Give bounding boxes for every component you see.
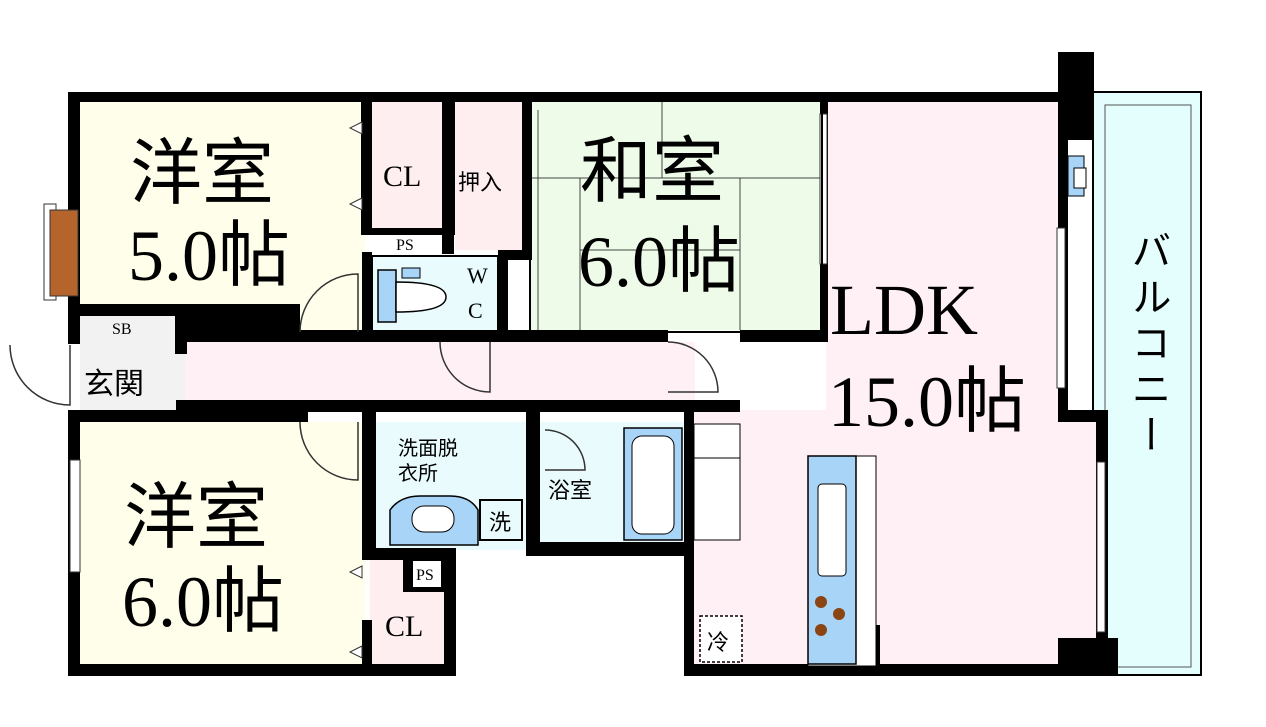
ldk-name: LDK xyxy=(830,270,978,350)
ps-bottom-label: PS xyxy=(416,567,434,584)
balcony-area xyxy=(1092,91,1202,676)
ldk-size: 15.0帖 xyxy=(828,362,1026,442)
japanese-name: 和室 xyxy=(580,132,724,212)
wc-w-label: W xyxy=(467,263,488,288)
washer-label: 洗 xyxy=(489,510,511,535)
balcony-inner xyxy=(1104,104,1192,668)
closet-top xyxy=(370,100,446,228)
ac-unit-icon xyxy=(1067,155,1087,197)
ps-top-box xyxy=(370,232,446,254)
fridge-box xyxy=(699,615,743,663)
bathtub-fixture xyxy=(623,427,683,541)
kitchen-counter xyxy=(807,455,877,667)
ldk-room xyxy=(826,102,1060,420)
stove-burner xyxy=(833,608,845,620)
bathroom-label: 浴室 xyxy=(548,478,592,503)
washbasin-fixture xyxy=(389,495,479,546)
washroom-line2: 衣所 xyxy=(398,462,438,485)
bathroom-area xyxy=(540,422,618,546)
stove-burner xyxy=(815,596,827,608)
western-top-room xyxy=(80,100,365,333)
western-bottom-room xyxy=(80,422,365,664)
stove-burner xyxy=(815,624,827,636)
fridge-label: 冷 xyxy=(707,630,729,655)
western-bottom-size: 6.0帖 xyxy=(122,562,284,642)
washing-machine-box xyxy=(479,499,523,541)
ps-bottom-box xyxy=(411,559,443,589)
western-bottom-name: 洋室 xyxy=(124,478,268,558)
room-outlines xyxy=(361,99,823,333)
ldk-room-lower xyxy=(690,410,1098,668)
japanese-size: 6.0帖 xyxy=(578,222,740,302)
cl-bottom-label: CL xyxy=(385,610,423,643)
entrance-label: 玄関 xyxy=(84,368,144,401)
western-top-name: 洋室 xyxy=(130,134,274,214)
toilet-fixture xyxy=(377,267,447,323)
oshiire-label: 押入 xyxy=(458,170,502,195)
door-swings xyxy=(9,273,719,481)
japanese-room xyxy=(530,102,822,330)
oshiire-closet xyxy=(455,100,525,250)
washroom-line1: 洗面脱 xyxy=(398,437,458,460)
tatami-lines xyxy=(530,102,822,330)
balcony-label: バルコニー xyxy=(1126,230,1171,460)
closet-door-marks xyxy=(348,121,363,659)
entrance-area xyxy=(80,342,185,412)
windows xyxy=(43,113,1106,633)
ps-top-label: PS xyxy=(396,237,414,254)
sb-label: SB xyxy=(112,321,132,338)
cl-top-label: CL xyxy=(383,160,421,193)
wc-c-label: C xyxy=(468,298,483,323)
shelf-unit xyxy=(693,423,741,541)
sb-box xyxy=(80,314,178,342)
western-top-size: 5.0帖 xyxy=(128,216,290,296)
